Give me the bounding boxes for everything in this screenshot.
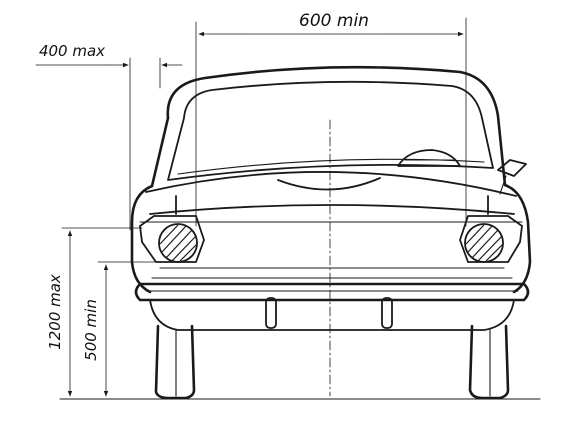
windshield-glass xyxy=(167,80,494,181)
windshield-frame xyxy=(150,116,170,188)
headlight-surround-right xyxy=(459,215,523,263)
body-outline xyxy=(130,184,154,294)
body-outline-right xyxy=(503,183,532,294)
side-mirror xyxy=(497,159,527,177)
hood-lower-line xyxy=(149,204,515,215)
dim-400-label: 400 max xyxy=(39,42,105,60)
overrider-right xyxy=(381,297,393,329)
wheel-right xyxy=(468,324,510,400)
hood-curve xyxy=(145,171,517,197)
wheel-left xyxy=(154,324,196,400)
headlight-surround-left xyxy=(139,215,205,263)
dim-600-label: 600 min xyxy=(299,11,369,31)
headlight-left xyxy=(158,223,198,263)
hood-center-bulge xyxy=(277,177,381,191)
mirror-arm xyxy=(499,175,507,195)
dim-500-label: 500 min xyxy=(82,299,100,361)
lower-apron xyxy=(149,299,515,331)
steering-wheel xyxy=(397,149,461,167)
front-bumper xyxy=(134,282,530,302)
roof-outer xyxy=(166,65,507,187)
headlight-right xyxy=(464,223,504,263)
dim-1200-label: 1200 max xyxy=(46,274,64,350)
overrider-left xyxy=(265,297,277,329)
